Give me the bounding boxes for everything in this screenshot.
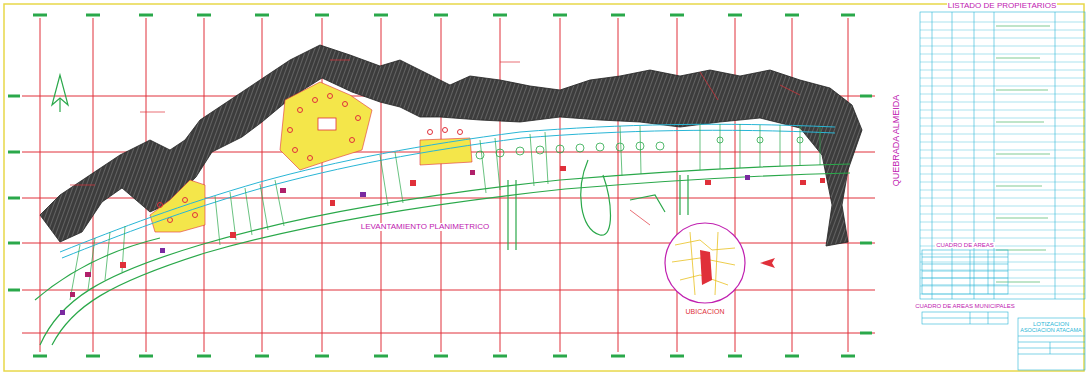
title-block-text: ASOCIACION ATACAMA xyxy=(1019,328,1083,334)
table-title: CUADRO DE AREAS xyxy=(935,242,995,248)
title-block-text: LOTIZACION xyxy=(1032,321,1070,327)
stream-name: QUEBRADA ALMEIDA xyxy=(893,93,902,187)
map-title: LEVANTAMIENTO PLANIMETRICO xyxy=(360,223,490,231)
table-title: CUADRO DE AREAS MUNICIPALES xyxy=(914,303,1016,309)
table-title: LISTADO DE PROPIETARIOS xyxy=(947,2,1058,10)
location-label: UBICACION xyxy=(685,308,726,315)
